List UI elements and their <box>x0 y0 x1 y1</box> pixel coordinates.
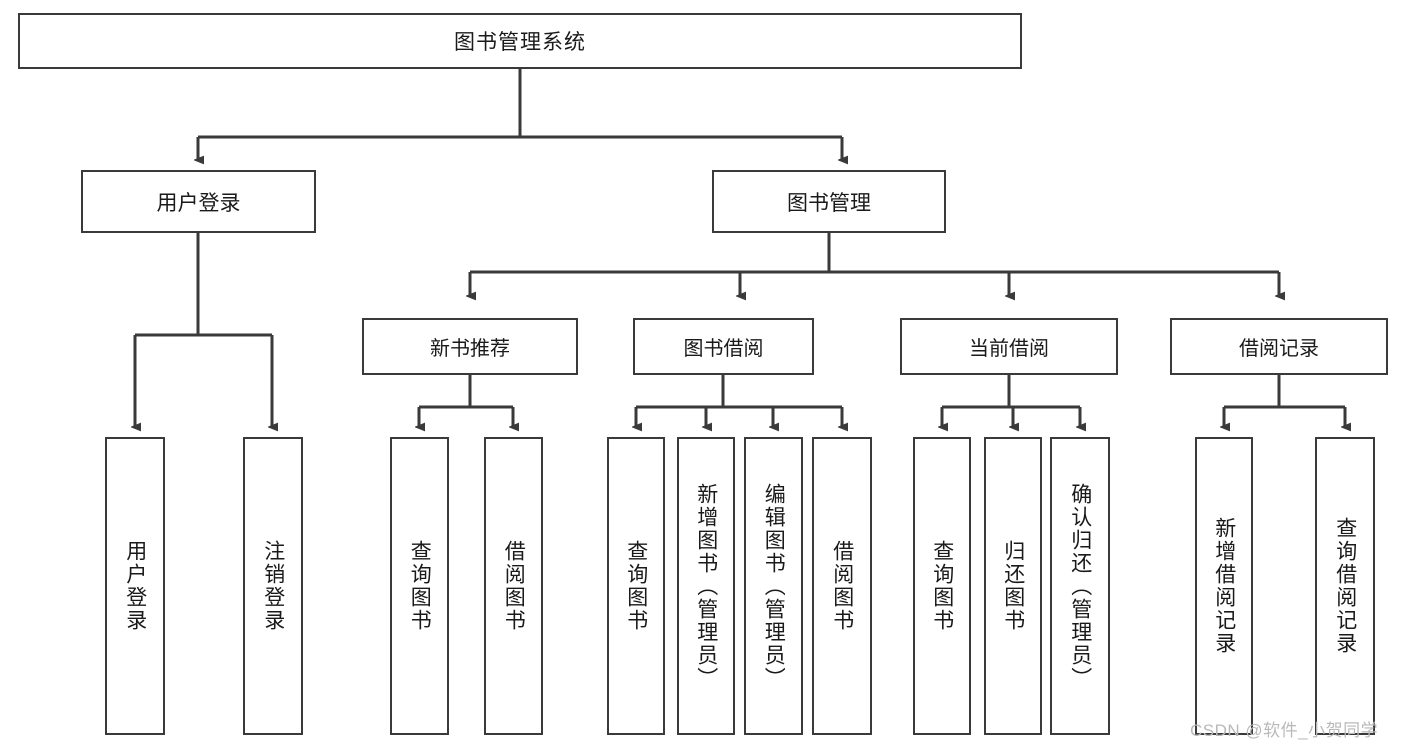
node-label: 图书管理系统 <box>454 31 586 54</box>
node-current-borrow[interactable]: 当前借阅 <box>900 318 1118 375</box>
node-label: 图书管理 <box>787 191 871 215</box>
node-label: 注销登录 <box>261 540 285 632</box>
leaf-record-add-record[interactable]: 新增借阅记录 <box>1195 437 1253 735</box>
node-label: 归还图书 <box>1001 540 1025 632</box>
node-label: 确认归还（管理员） <box>1068 482 1092 690</box>
leaf-current-query-book[interactable]: 查询图书 <box>913 437 971 735</box>
leaf-borrow-add-book[interactable]: 新增图书（管理员） <box>677 437 735 735</box>
node-root-system[interactable]: 图书管理系统 <box>18 13 1022 69</box>
node-label: 借阅记录 <box>1239 338 1319 360</box>
node-label: 用户登录 <box>156 191 241 215</box>
node-label: 借阅图书 <box>830 540 854 632</box>
node-borrow-record[interactable]: 借阅记录 <box>1170 318 1388 375</box>
node-new-book-recommend[interactable]: 新书推荐 <box>362 318 578 375</box>
leaf-borrow-borrow-book[interactable]: 借阅图书 <box>812 437 872 735</box>
leaf-user-login-logout[interactable]: 注销登录 <box>243 437 303 735</box>
leaf-record-query-record[interactable]: 查询借阅记录 <box>1315 437 1375 735</box>
node-label: 编辑图书（管理员） <box>762 482 786 690</box>
node-label: 新增借阅记录 <box>1212 517 1236 655</box>
leaf-borrow-query-book[interactable]: 查询图书 <box>607 437 665 735</box>
node-label: 当前借阅 <box>969 338 1049 360</box>
leaf-user-login-login[interactable]: 用户登录 <box>105 437 165 735</box>
node-label: 借阅图书 <box>502 540 526 632</box>
node-book-borrow[interactable]: 图书借阅 <box>633 318 814 375</box>
node-label: 新书推荐 <box>430 338 510 360</box>
node-label: 用户登录 <box>123 540 147 632</box>
node-label: 查询图书 <box>624 540 648 632</box>
leaf-current-confirm-return[interactable]: 确认归还（管理员） <box>1050 437 1110 735</box>
csdn-watermark: CSDN @软件_小贺同学 <box>1190 721 1379 740</box>
leaf-recommend-borrow-book[interactable]: 借阅图书 <box>484 437 543 735</box>
node-book-management[interactable]: 图书管理 <box>712 170 946 233</box>
node-label: 查询借阅记录 <box>1333 517 1357 655</box>
node-label: 新增图书（管理员） <box>694 482 718 690</box>
node-label: 图书借阅 <box>683 338 764 360</box>
node-label: 查询图书 <box>408 540 432 632</box>
node-user-login[interactable]: 用户登录 <box>81 170 316 233</box>
leaf-current-return-book[interactable]: 归还图书 <box>984 437 1042 735</box>
leaf-borrow-edit-book[interactable]: 编辑图书（管理员） <box>744 437 803 735</box>
leaf-recommend-query-book[interactable]: 查询图书 <box>390 437 449 735</box>
node-label: 查询图书 <box>930 540 954 632</box>
